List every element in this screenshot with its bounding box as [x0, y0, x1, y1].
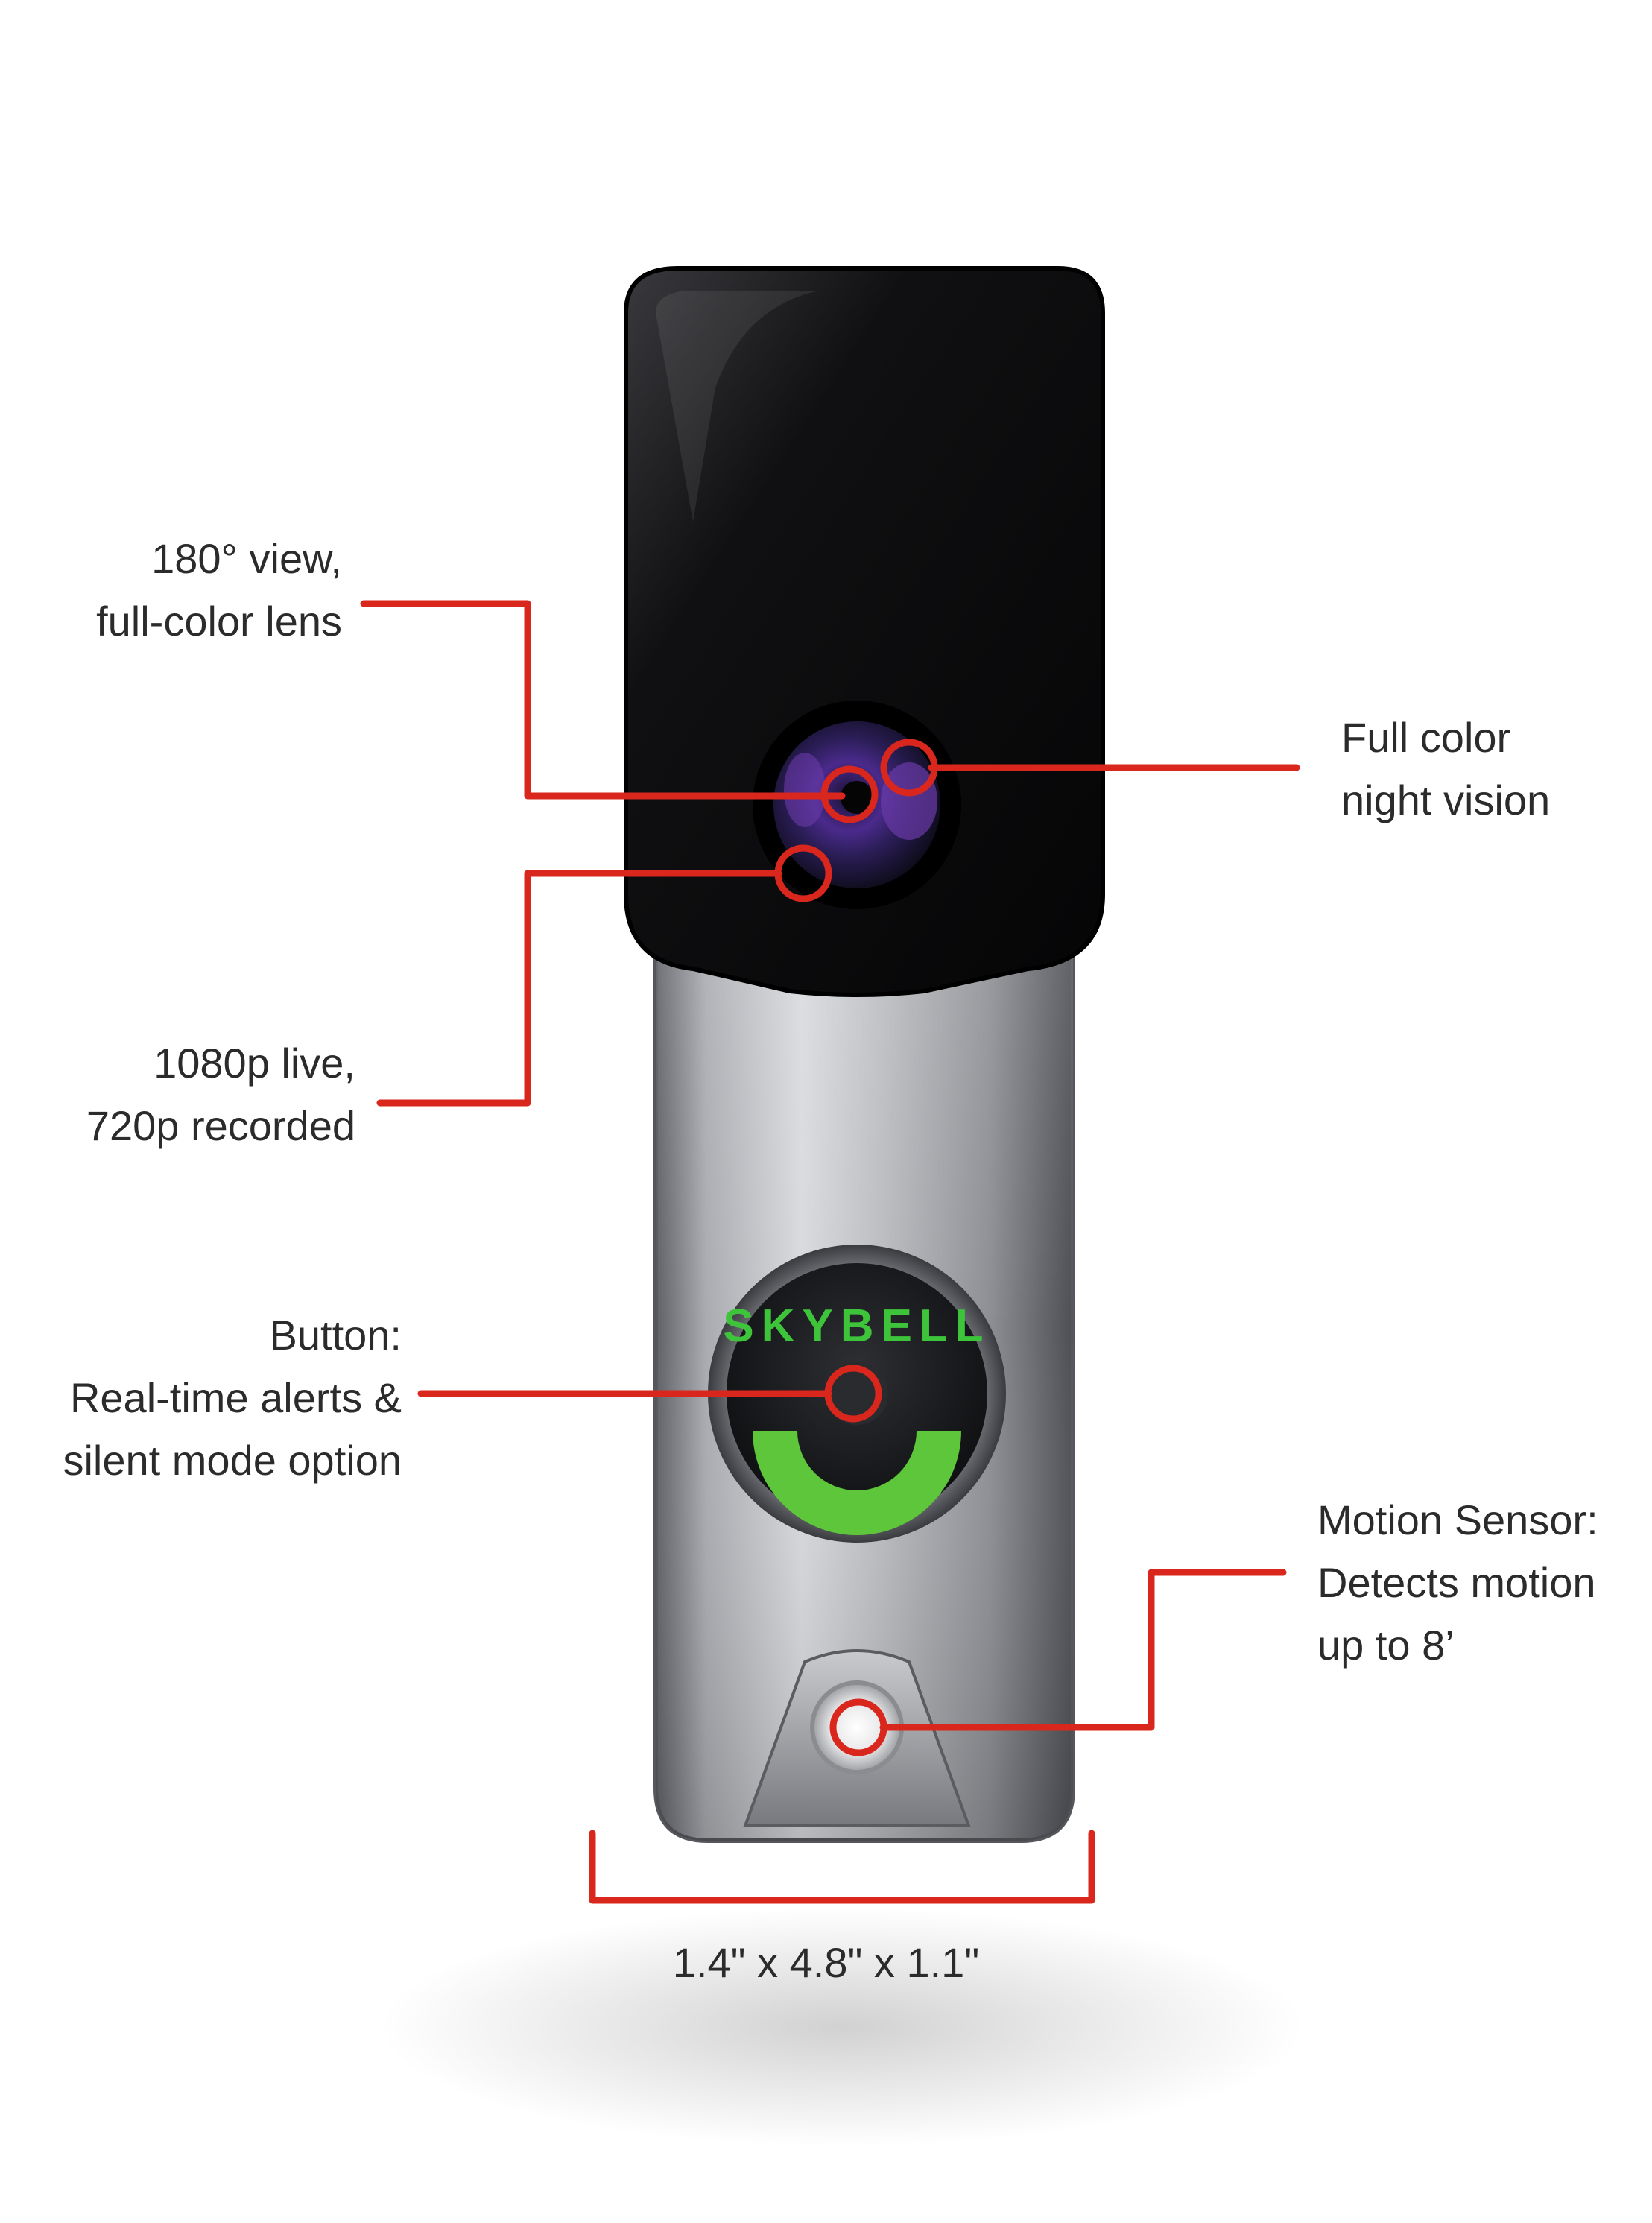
- callout-night-line-1: Full color: [1341, 714, 1511, 761]
- callout-view-line-2: full-color lens: [96, 598, 342, 645]
- callout-resolution-line-2: 720p recorded: [86, 1102, 355, 1149]
- callout-resolution-line-1: 1080p live,: [154, 1040, 355, 1087]
- callout-label-night: Full color night vision: [1341, 706, 1550, 832]
- brand-logo: SKYBELL: [723, 1300, 990, 1352]
- lens-reflection: [881, 762, 937, 840]
- callout-line-resolution: [376, 870, 782, 1107]
- callout-view-line-1: 180° view,: [151, 535, 342, 582]
- callout-label-view: 180° view, full-color lens: [96, 528, 342, 653]
- callout-marker-resolution: [774, 844, 832, 902]
- callout-line-motion: [879, 1569, 1287, 1731]
- callout-motion-line-3: up to 8’: [1317, 1622, 1455, 1669]
- callout-button-line-2: Real-time alerts &: [69, 1374, 402, 1421]
- callout-marker-view: [820, 765, 879, 823]
- callout-label-resolution: 1080p live, 720p recorded: [86, 1032, 355, 1157]
- callout-label-motion: Motion Sensor: Detects motion up to 8’: [1317, 1489, 1598, 1677]
- housing-highlight: [656, 291, 820, 522]
- drop-shadow: [380, 1908, 1304, 2146]
- callout-marker-night: [880, 739, 938, 797]
- callout-motion-line-1: Motion Sensor:: [1317, 1496, 1598, 1543]
- callout-lines: [360, 600, 1300, 1904]
- callout-button-line-3: silent mode option: [63, 1437, 402, 1484]
- lens-reflection-2: [784, 753, 826, 827]
- callout-label-button: Button: Real-time alerts & silent mode o…: [63, 1304, 402, 1492]
- callout-night-line-2: night vision: [1341, 777, 1551, 823]
- camera-housing: [624, 266, 1105, 997]
- dimensions-label: 1.4" x 4.8" x 1.1": [672, 1939, 980, 1986]
- callout-line-view: [360, 600, 846, 800]
- lens-pupil: [841, 781, 873, 814]
- button-green-ring: [753, 1431, 961, 1535]
- callout-marker-motion: [829, 1698, 887, 1756]
- dimension-bracket: [589, 1830, 1095, 1904]
- callout-marker-button: [824, 1365, 882, 1423]
- callout-motion-line-2: Detects motion: [1317, 1559, 1596, 1606]
- callout-button-line-1: Button:: [269, 1312, 402, 1359]
